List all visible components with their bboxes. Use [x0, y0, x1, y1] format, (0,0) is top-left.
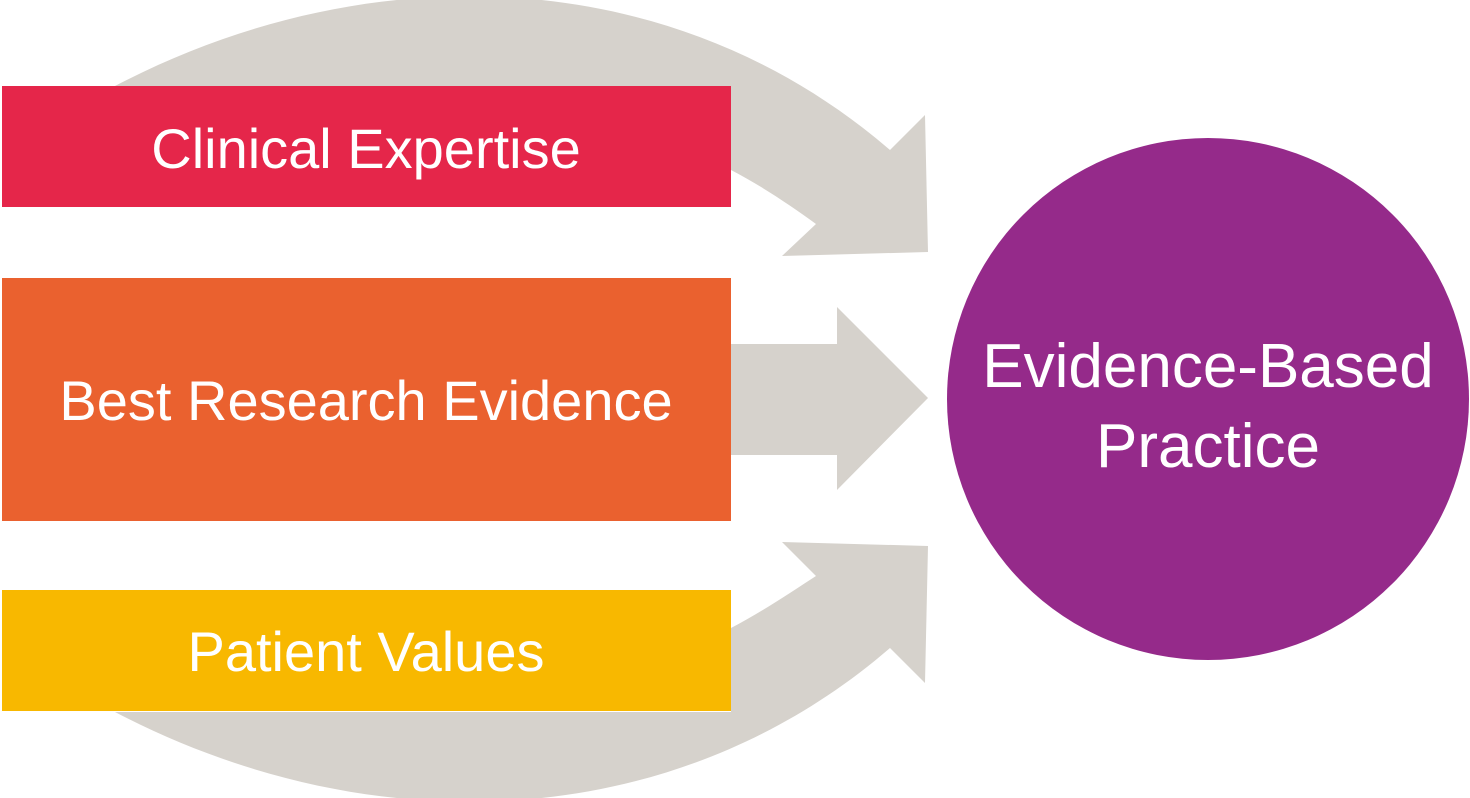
outcome-label-line1: Evidence-Based	[982, 332, 1434, 401]
straight-arrow-middle	[731, 307, 928, 490]
label-patient-values: Patient Values	[188, 620, 545, 683]
box-clinical-expertise	[2, 86, 731, 207]
outcome-circle	[947, 138, 1469, 660]
label-best-research-evidence: Best Research Evidence	[59, 369, 672, 432]
box-patient-values	[2, 590, 731, 711]
curved-arrow-top	[115, 0, 928, 256]
box-best-research-evidence	[2, 278, 731, 521]
label-clinical-expertise: Clinical Expertise	[151, 117, 581, 180]
outcome-label-line2: Practice	[1096, 412, 1320, 481]
curved-arrow-bottom	[115, 542, 928, 798]
